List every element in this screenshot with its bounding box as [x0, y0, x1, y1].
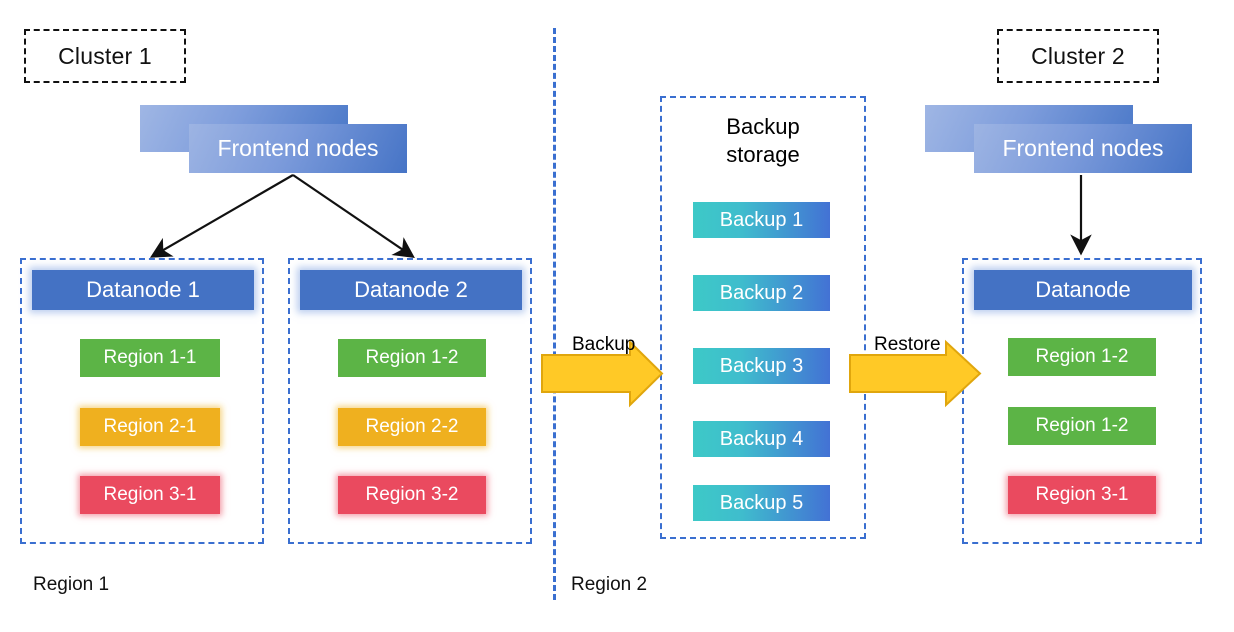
restore-block-arrow [849, 339, 982, 408]
datanode-2-region-3-label: Region 3-2 [365, 484, 459, 505]
frontend-right-stack: Frontend nodes [925, 105, 1195, 177]
datanode-1-region-3: Region 3-1 [80, 476, 220, 514]
backup-item-2-label: Backup 2 [719, 281, 804, 304]
datanode-2-region-1: Region 1-2 [338, 339, 486, 377]
datanode-2-region-2-label: Region 2-2 [365, 416, 459, 437]
backup-item-3: Backup 3 [693, 348, 830, 384]
datanode-1-region-2: Region 2-1 [80, 408, 220, 446]
datanode-1-region-2-label: Region 2-1 [103, 416, 197, 437]
backup-block-arrow [541, 339, 664, 408]
frontend-left-label: Frontend nodes [217, 135, 379, 161]
datanode-restored-region-1: Region 1-2 [1008, 338, 1156, 376]
frontend-right-label: Frontend nodes [1002, 135, 1164, 161]
backup-item-1-label: Backup 1 [719, 208, 804, 231]
datanode-1-region-3-label: Region 3-1 [103, 484, 197, 505]
cluster-2-tag: Cluster 2 [997, 29, 1159, 83]
backup-storage-title-line-1: Backup [726, 114, 800, 139]
restore-arrow-label: Restore [874, 334, 941, 355]
datanode-1-header: Datanode 1 [32, 270, 254, 310]
datanode-1-header-label: Datanode 1 [86, 277, 200, 302]
datanode-restored-container: Datanode Region 1-2 Region 1-2 Region 3-… [962, 258, 1202, 544]
backup-storage-title-line-2: storage [726, 141, 800, 167]
backup-item-5-label: Backup 5 [719, 491, 804, 514]
backup-item-4-label: Backup 4 [719, 427, 804, 450]
datanode-restored-region-3-label: Region 3-1 [1035, 484, 1129, 505]
backup-item-4: Backup 4 [693, 421, 830, 457]
datanode-1-region-1-label: Region 1-1 [103, 347, 197, 368]
region-1-bottom-label: Region 1 [33, 574, 110, 595]
datanode-2-region-3: Region 3-2 [338, 476, 486, 514]
backup-storage-title: Backup storage [662, 113, 864, 168]
arrow-frontend-to-datanode-2 [292, 174, 415, 258]
datanode-2-header-label: Datanode 2 [354, 277, 468, 302]
datanode-restored-region-1-label: Region 1-2 [1035, 346, 1129, 367]
datanode-2-region-2: Region 2-2 [338, 408, 486, 446]
backup-item-2: Backup 2 [693, 275, 830, 311]
datanode-restored-region-2: Region 1-2 [1008, 407, 1156, 445]
region-divider [553, 28, 556, 600]
frontend-left-stack: Frontend nodes [140, 105, 410, 177]
region-2-bottom-label: Region 2 [571, 574, 648, 595]
datanode-2-container: Datanode 2 Region 1-2 Region 2-2 Region … [288, 258, 532, 544]
backup-arrow-label: Backup [572, 334, 636, 355]
cluster-2-label: Cluster 2 [1031, 42, 1125, 69]
datanode-restored-region-3: Region 3-1 [1008, 476, 1156, 514]
datanode-restored-header-label: Datanode [1035, 277, 1131, 302]
frontend-left-front-layer: Frontend nodes [189, 124, 407, 173]
datanode-1-region-1: Region 1-1 [80, 339, 220, 377]
backup-storage-container: Backup storage Backup 1 Backup 2 Backup … [660, 96, 866, 539]
backup-item-5: Backup 5 [693, 485, 830, 521]
backup-item-3-label: Backup 3 [719, 354, 804, 377]
frontend-right-front-layer: Frontend nodes [974, 124, 1192, 173]
datanode-2-region-1-label: Region 1-2 [365, 347, 459, 368]
datanode-restored-region-2-label: Region 1-2 [1035, 415, 1129, 436]
datanode-restored-header: Datanode [974, 270, 1192, 310]
backup-item-1: Backup 1 [693, 202, 830, 238]
cluster-1-tag: Cluster 1 [24, 29, 186, 83]
datanode-2-header: Datanode 2 [300, 270, 522, 310]
arrow-frontend-to-datanode-1 [149, 174, 294, 258]
cluster-1-label: Cluster 1 [58, 42, 152, 69]
datanode-1-container: Datanode 1 Region 1-1 Region 2-1 Region … [20, 258, 264, 544]
